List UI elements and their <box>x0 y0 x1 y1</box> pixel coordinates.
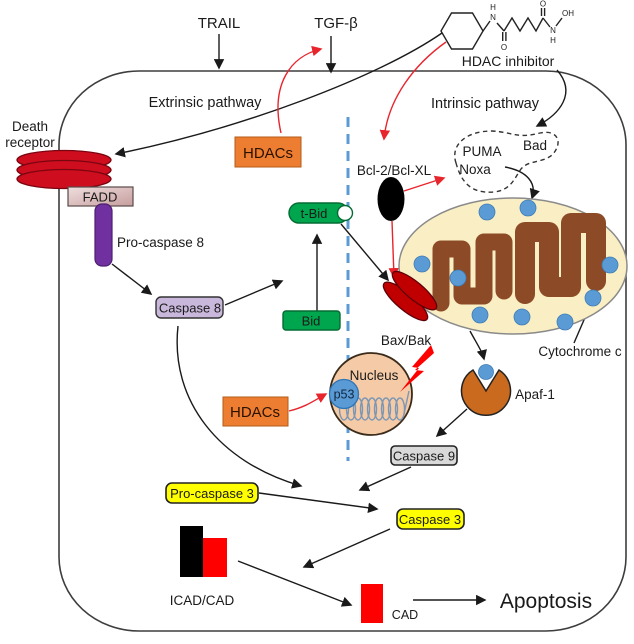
bid-box <box>282 310 341 331</box>
icad-block <box>180 526 203 577</box>
caspase3-label: Caspase 3 <box>399 512 461 527</box>
red-arrow-bcl2-to-bh3 <box>403 175 446 192</box>
cytochrome-c-dots <box>413 199 619 331</box>
hdac-inhibitor-label: HDAC inhibitor <box>462 53 555 69</box>
death-receptor-label-line1: Death <box>12 119 48 134</box>
arrow-casp8-to-bid-cleavage <box>224 279 284 306</box>
dna-coil <box>338 390 410 421</box>
tgf-beta-label: TGF-β <box>314 15 358 32</box>
caspase3-box <box>396 508 465 530</box>
cyclohexane-ring <box>440 12 484 50</box>
icad-cad-label: ICAD/CAD <box>170 593 235 608</box>
death-receptor <box>16 149 112 190</box>
arrow-casp3-to-icad <box>302 528 391 569</box>
arrow-hdaci-to-death-receptor <box>114 32 443 158</box>
hdacs-top-box <box>234 136 302 168</box>
mitochondrial-cristae <box>432 213 606 312</box>
cad-block-bound <box>203 538 227 577</box>
arrow-bhproteins-to-mito <box>504 166 540 200</box>
atom-n1: N <box>490 13 496 22</box>
arrow-mito-to-apaf1 <box>469 330 487 361</box>
red-arrows <box>277 41 447 412</box>
apaf1-label: Apaf-1 <box>515 387 555 402</box>
trail-label: TRAIL <box>198 15 241 32</box>
bax-bak-label: Bax/Bak <box>381 333 432 348</box>
hdacs-nucleus-label: HDACs <box>230 404 280 421</box>
caspase8-box <box>155 296 224 319</box>
bcl2-label: Bcl-2/Bcl-XL <box>357 163 432 178</box>
cad-label: CAD <box>392 608 418 622</box>
atom-o1: O <box>501 43 507 52</box>
caspase9-label: Caspase 9 <box>393 449 455 464</box>
atom-n2: N <box>550 26 556 35</box>
fadd-label: FADD <box>83 190 118 205</box>
tbid-label: t-Bid <box>301 206 328 221</box>
noxa-label: Noxa <box>459 162 491 177</box>
dna-damage-bolt-icon <box>400 345 434 392</box>
pro-caspase3-box <box>165 482 259 504</box>
red-arrow-hdaci-to-bcl2 <box>379 41 447 141</box>
p53-label: p53 <box>334 388 355 402</box>
arrow-procasp8-to-casp8 <box>111 263 153 295</box>
atom-h2: H <box>550 36 556 45</box>
hdac-inhibitor-structure <box>440 8 563 50</box>
arrow-hdaci-to-bad <box>535 69 567 127</box>
hdac-inhibitor-atoms: H N O O N H OH <box>490 0 574 52</box>
hdacs-nucleus-box <box>222 396 289 427</box>
death-receptor-label-line2: receptor <box>5 135 55 150</box>
arrow-procasp3-to-casp3 <box>258 492 379 514</box>
caspase9-box <box>390 445 458 466</box>
arrow-casp8-to-casp3 <box>176 325 303 489</box>
intrinsic-pathway-label: Intrinsic pathway <box>431 96 540 112</box>
red-arrow-hdacs-to-p53 <box>288 393 328 412</box>
bh3-proteins-bubble <box>454 130 559 193</box>
atom-h1: H <box>490 3 496 12</box>
arrow-tbid-to-baxbak <box>340 223 390 282</box>
atom-oh: OH <box>562 9 574 18</box>
p53-shape <box>328 378 360 410</box>
bad-label: Bad <box>523 138 547 153</box>
red-arrow-bcl2-to-baxbak <box>388 220 399 279</box>
bax-bak-shape <box>382 270 438 322</box>
cytochrome-c-label: Cytochrome c <box>538 344 622 359</box>
apaf1-cytc-dot <box>478 364 494 380</box>
pro-caspase8-label: Pro-caspase 8 <box>117 235 204 250</box>
caspase8-label: Caspase 8 <box>159 301 221 316</box>
puma-label: PUMA <box>462 144 501 159</box>
red-arrow-hdacs-to-tgfb <box>277 45 323 134</box>
arrow-apaf1-to-casp9 <box>435 408 468 438</box>
cell-membrane <box>58 70 627 632</box>
extrinsic-pathway-label: Extrinsic pathway <box>149 95 263 111</box>
arrow-casp9-to-casp3 <box>358 466 412 492</box>
cad-block-free <box>361 584 383 623</box>
nucleus-label: Nucleus <box>350 368 399 383</box>
arrow-icad-to-cad <box>237 560 353 607</box>
black-arrows <box>111 32 592 607</box>
pro-caspase8-shape <box>94 203 113 267</box>
pro-caspase3-label: Pro-caspase 3 <box>170 486 254 501</box>
atom-o2: O <box>540 0 546 9</box>
bid-label: Bid <box>302 314 321 329</box>
apoptosis-label: Apoptosis <box>500 590 592 613</box>
hdacs-top-label: HDACs <box>243 145 293 162</box>
tbid-notch <box>336 204 354 222</box>
bcl2-shape <box>377 177 405 221</box>
apaf1-shape <box>460 368 512 416</box>
